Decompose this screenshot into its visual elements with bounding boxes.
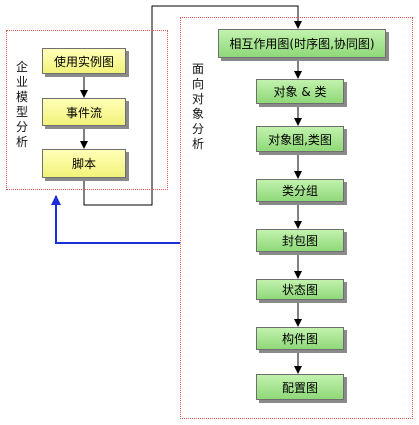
object-oriented-analysis-group [180,17,413,419]
deployment-diagram-box[interactable]: 配置图 [256,374,344,400]
interaction-diagram-box[interactable]: 相互作用图(时序图,协同图) [218,29,386,58]
state-diagram-box[interactable]: 状态图 [256,279,344,300]
enterprise-model-analysis-label: 企业模型分析 [15,60,28,149]
use-case-diagram-box[interactable]: 使用实例图 [42,48,126,74]
script-box[interactable]: 脚本 [42,149,126,178]
object-class-diagram-box[interactable]: 对象图,类图 [256,126,344,152]
object-oriented-analysis-label: 面向对象分析 [191,62,204,151]
class-grouping-box[interactable]: 类分组 [256,179,344,202]
arrow-script-to-interaction [83,5,302,206]
enterprise-model-analysis-group [6,30,168,190]
component-diagram-box[interactable]: 构件图 [256,327,344,350]
event-flow-box[interactable]: 事件流 [42,98,126,126]
objects-and-classes-box[interactable]: 对象 & 类 [256,79,344,104]
back-arrow-to-left-group [51,195,180,244]
package-diagram-box[interactable]: 封包图 [256,229,344,252]
